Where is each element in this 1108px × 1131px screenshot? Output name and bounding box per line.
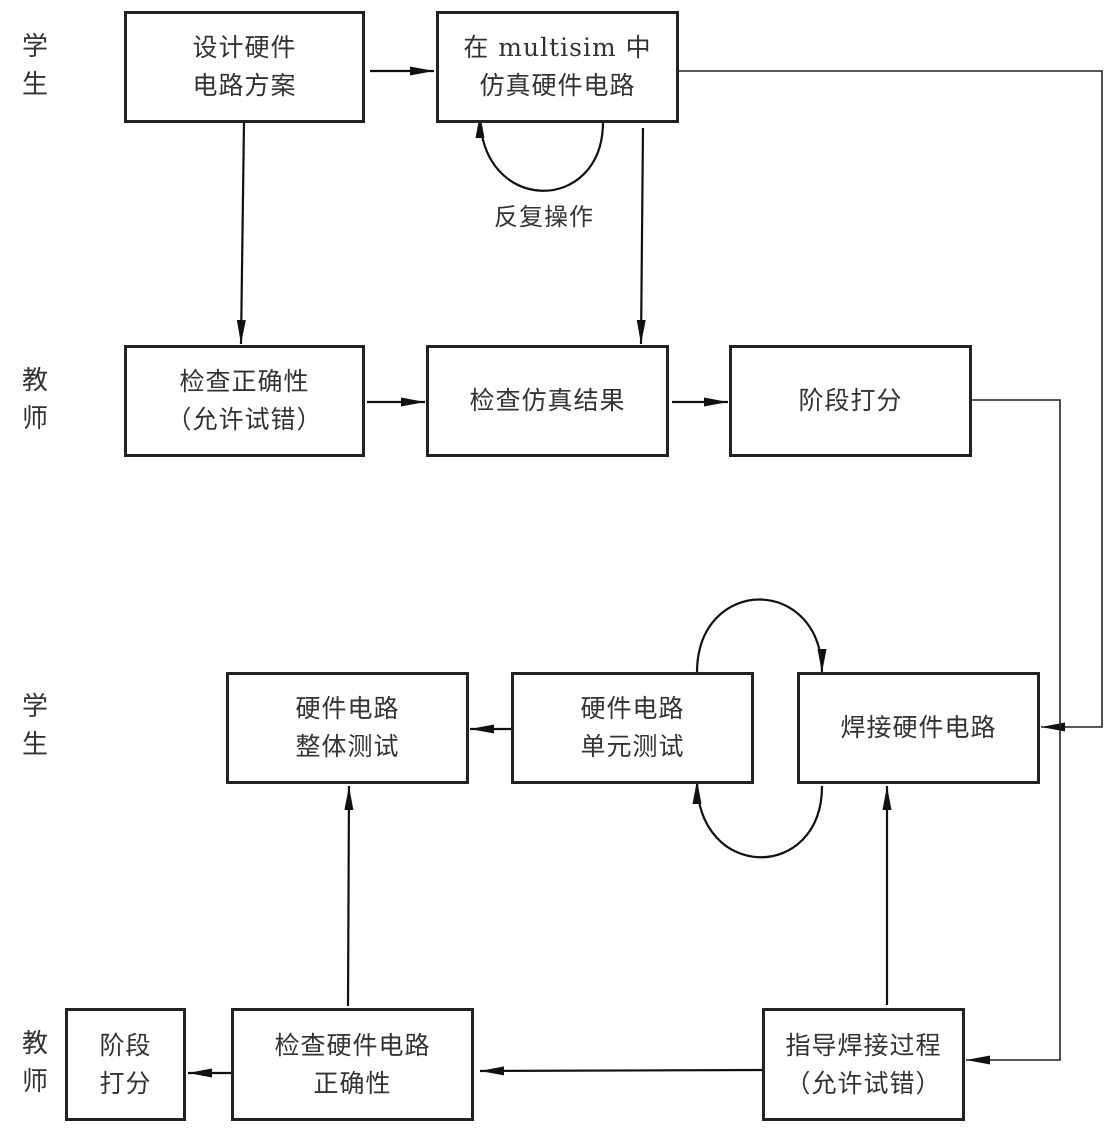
node-whole-test[interactable]: 硬件电路 整体测试: [226, 672, 469, 784]
node-text-line: （允许试错）: [166, 405, 323, 434]
edge-simulate-loop: [475, 113, 605, 192]
edge-solder-to-unit-test: [692, 779, 824, 859]
lane-label-char: 师: [21, 1067, 48, 1097]
node-stage-score-1[interactable]: 阶段打分: [729, 345, 972, 457]
edge-design-to-check-correct: [236, 121, 246, 345]
node-check-correctness[interactable]: 检查正确性 （允许试错）: [124, 345, 365, 457]
node-check-simulation[interactable]: 检查仿真结果: [426, 345, 669, 457]
lane-label-char: 教: [21, 366, 48, 396]
edge-unit-test-to-solder: [695, 598, 827, 674]
edge-simulate-to-solder: [678, 70, 1103, 732]
lane-label-char: 学: [21, 692, 48, 722]
lane-label-student-1: 学 生: [20, 28, 50, 104]
node-text-line: 焊接硬件电路: [840, 713, 997, 742]
edge-simulate-to-check-sim: [636, 127, 646, 345]
edge-score-1-to-guide-solder: [966, 399, 1061, 1065]
node-text-line: 在 multisim 中: [463, 33, 652, 62]
node-text-line: 检查正确性: [179, 367, 310, 396]
node-stage-score-2[interactable]: 阶段 打分: [65, 1008, 186, 1121]
lane-label-char: 学: [21, 32, 48, 62]
node-text-line: 硬件电路: [295, 694, 400, 723]
node-text-line: 整体测试: [295, 732, 400, 761]
node-text-line: 阶段: [99, 1030, 152, 1060]
edge-check-hw-to-whole-test: [344, 785, 354, 1007]
node-text-line: 仿真硬件电路: [479, 71, 636, 100]
lane-label-char: 师: [21, 404, 48, 434]
node-unit-test[interactable]: 硬件电路 单元测试: [511, 672, 754, 784]
node-text-line: （允许试错）: [785, 1068, 942, 1098]
lane-label-char: 教: [21, 1029, 48, 1059]
node-text-line: 打分: [99, 1068, 152, 1098]
node-text-line: 单元测试: [580, 732, 685, 761]
node-text-line: 硬件电路: [580, 694, 685, 723]
node-simulate-multisim[interactable]: 在 multisim 中 仿真硬件电路: [436, 11, 679, 123]
node-solder-circuit[interactable]: 焊接硬件电路: [797, 672, 1040, 784]
node-text-line: 指导焊接过程: [785, 1030, 942, 1060]
node-text-line: 正确性: [313, 1068, 392, 1098]
node-design-circuit[interactable]: 设计硬件 电路方案: [124, 11, 365, 123]
node-guide-soldering[interactable]: 指导焊接过程 （允许试错）: [762, 1008, 965, 1121]
node-text-line: 检查硬件电路: [274, 1030, 431, 1060]
node-text-line: 检查仿真结果: [469, 386, 626, 415]
loop-label-repeat: 反复操作: [494, 203, 594, 231]
node-check-hardware[interactable]: 检查硬件电路 正确性: [231, 1008, 474, 1121]
lane-label-student-2: 学 生: [20, 688, 50, 764]
node-text-line: 阶段打分: [798, 386, 903, 415]
lane-label-char: 生: [21, 70, 48, 100]
node-text-line: 设计硬件: [192, 33, 297, 62]
lane-label-teacher-2: 教 师: [20, 1025, 50, 1101]
node-text-line: 电路方案: [192, 71, 297, 100]
lane-label-char: 生: [21, 730, 48, 760]
lane-label-teacher-1: 教 师: [20, 362, 50, 438]
edge-guide-solder-to-check-hw: [479, 1066, 763, 1076]
